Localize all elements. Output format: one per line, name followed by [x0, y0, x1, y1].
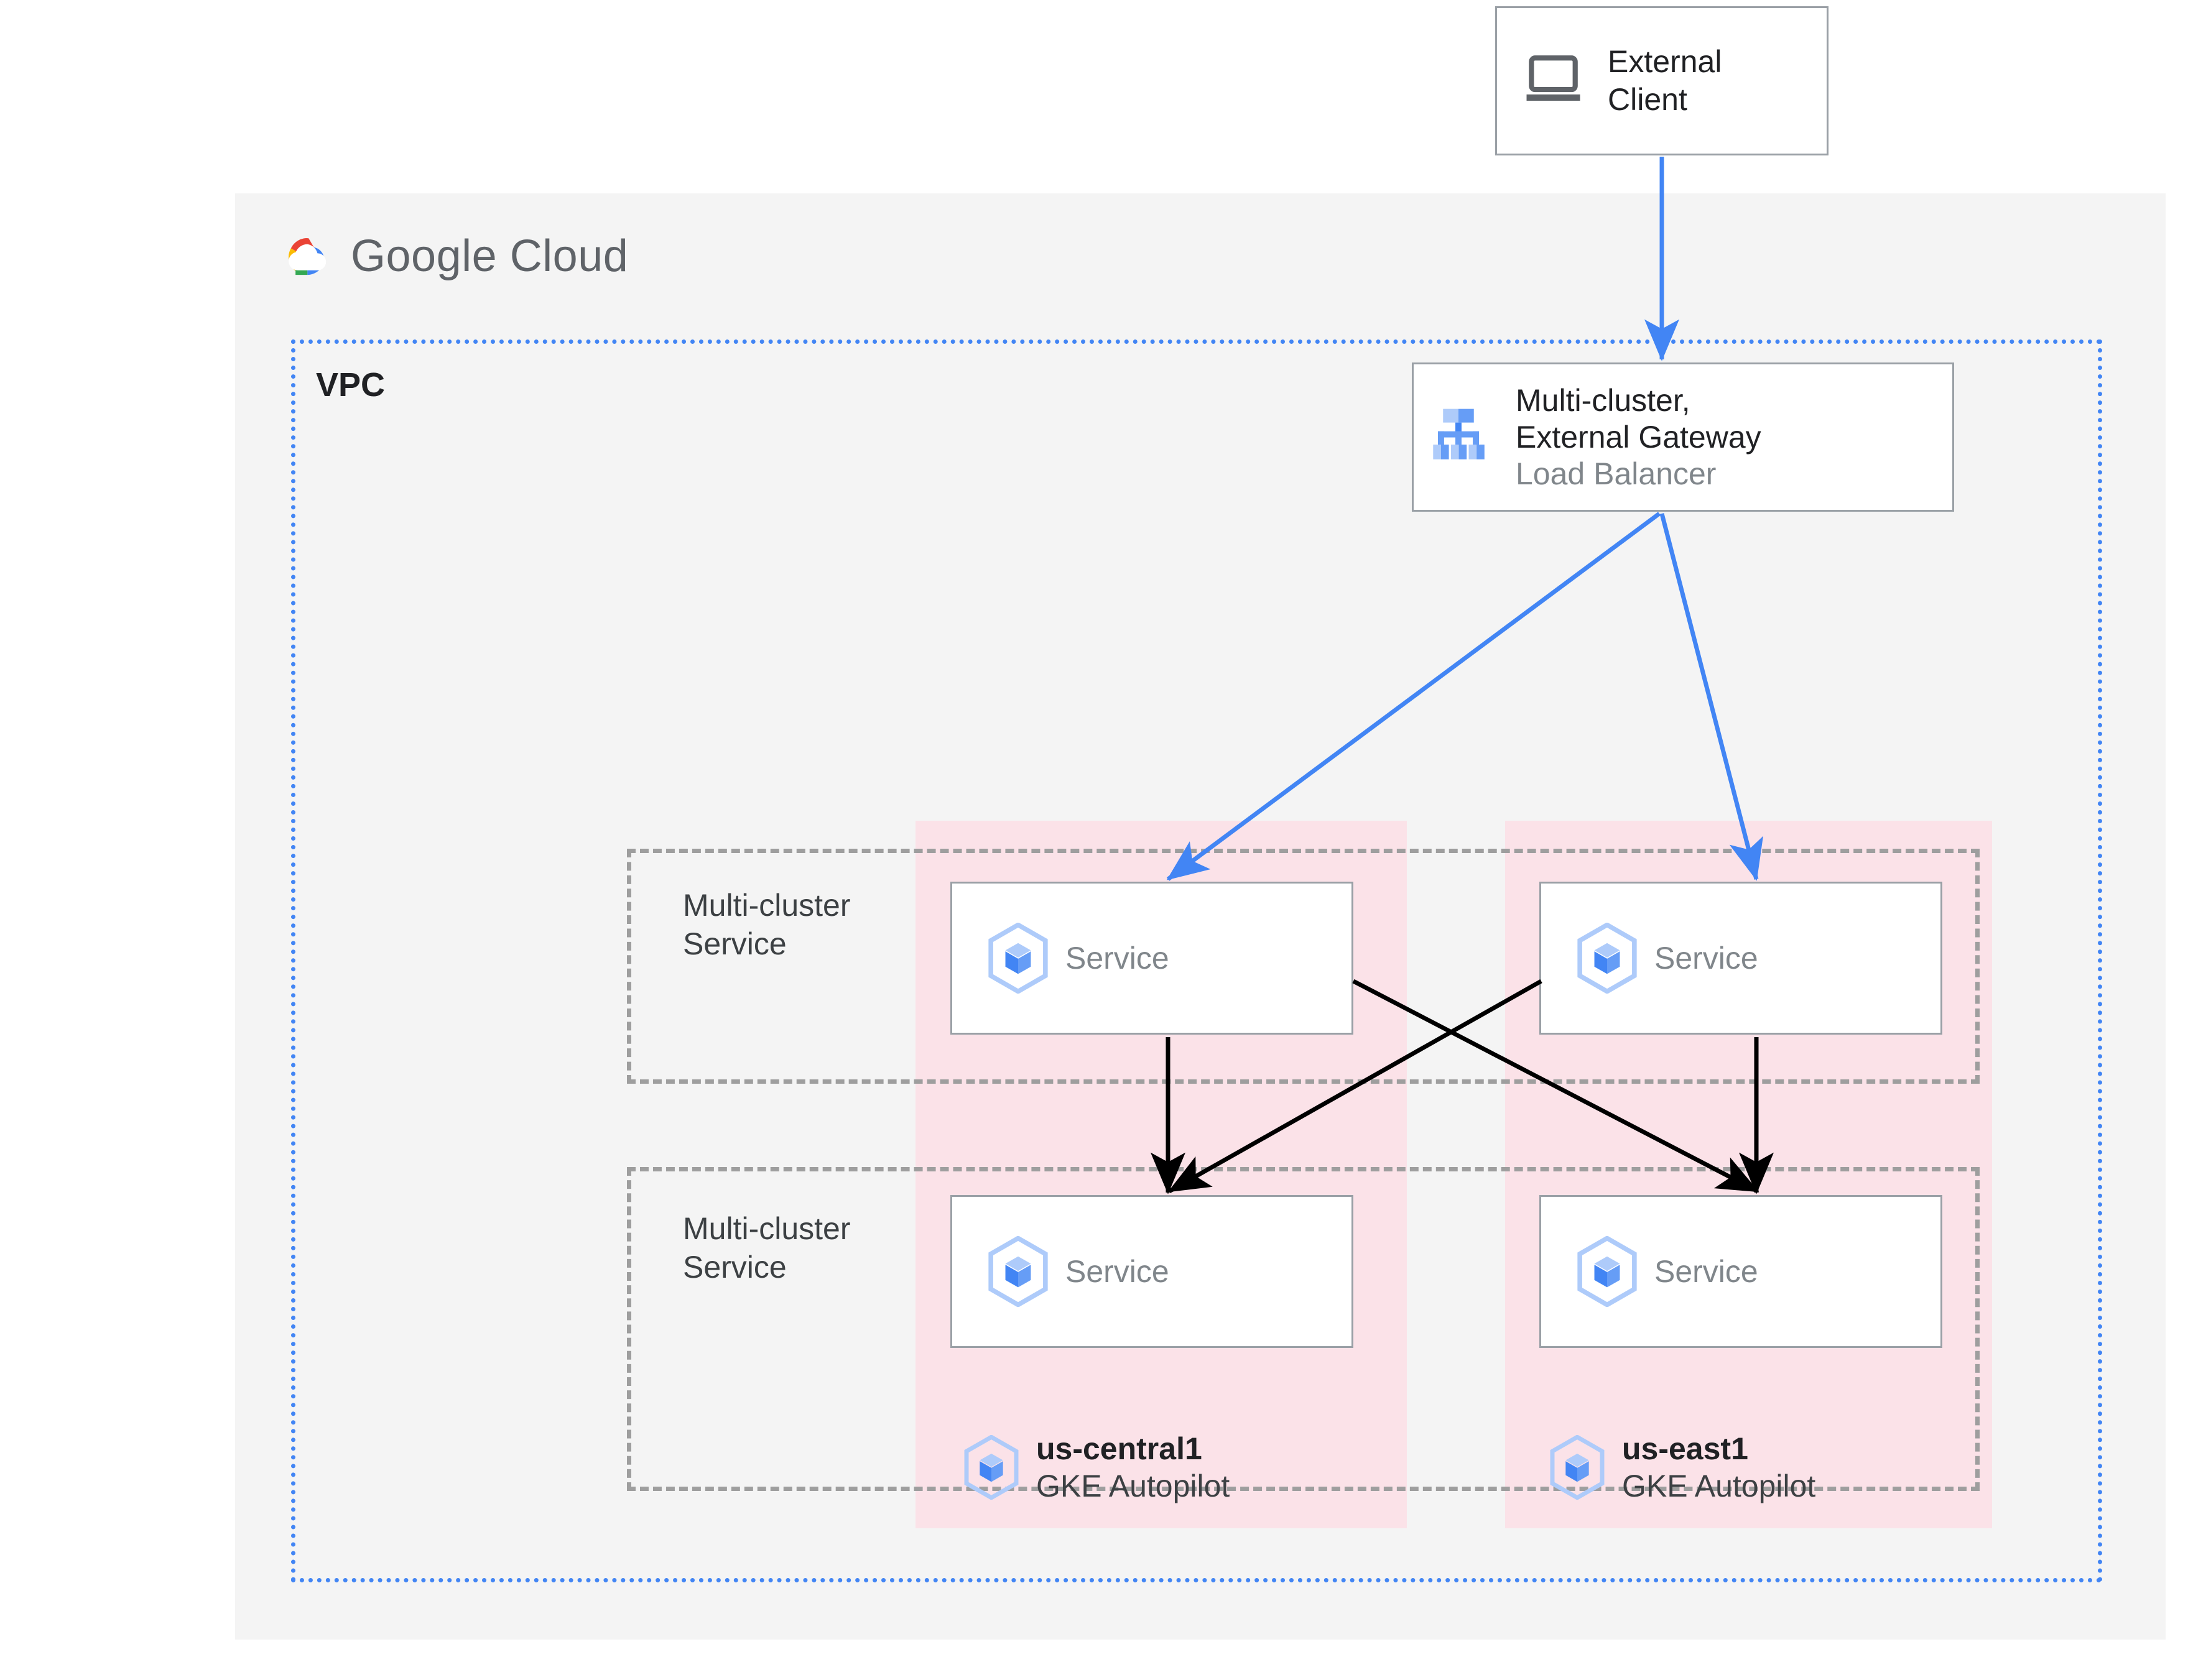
- external-client-line1: External: [1608, 44, 1722, 79]
- region-subtitle: GKE Autopilot: [1036, 1469, 1230, 1503]
- gateway-line2: External Gateway: [1516, 419, 1761, 455]
- service-label: Service: [1065, 941, 1169, 976]
- service-box-us-east1-bottom[interactable]: Service: [1539, 1195, 1942, 1348]
- multi-cluster-service-label-top: Multi-cluster Service: [683, 886, 850, 963]
- brand-word-google: Google: [351, 231, 498, 281]
- region-name: us-central1: [1036, 1431, 1202, 1466]
- gke-service-hexagon-icon: [1577, 1236, 1637, 1307]
- region-footer-us-east1: us-east1 GKE Autopilot: [1549, 1430, 1815, 1505]
- mcs-bottom-line2: Service: [683, 1250, 787, 1285]
- service-label: Service: [1654, 941, 1758, 976]
- gke-service-hexagon-icon: [988, 923, 1048, 994]
- load-balancer-hierarchy-icon: [1433, 408, 1485, 459]
- service-label: Service: [1065, 1254, 1169, 1289]
- mcs-top-line2: Service: [683, 926, 787, 961]
- region-footer-text: us-central1 GKE Autopilot: [1036, 1430, 1230, 1505]
- vpc-boundary: [291, 339, 2102, 1582]
- google-cloud-logo-icon: [289, 238, 327, 275]
- region-subtitle: GKE Autopilot: [1622, 1469, 1816, 1503]
- google-cloud-wordmark: Google Cloud: [351, 231, 628, 282]
- region-footer-text: us-east1 GKE Autopilot: [1622, 1430, 1815, 1505]
- gke-service-hexagon-icon: [964, 1435, 1019, 1500]
- service-label: Service: [1654, 1254, 1758, 1289]
- gke-service-hexagon-icon: [988, 1236, 1048, 1307]
- service-box-us-east1-top[interactable]: Service: [1539, 882, 1942, 1035]
- external-client-box[interactable]: External Client: [1495, 6, 1829, 155]
- vpc-label: VPC: [316, 366, 386, 404]
- mcs-bottom-line1: Multi-cluster: [683, 1211, 851, 1246]
- multi-cluster-external-gateway-box[interactable]: Multi-cluster, External Gateway Load Bal…: [1412, 362, 1954, 512]
- external-client-text: External Client: [1608, 43, 1722, 119]
- multi-cluster-service-label-bottom: Multi-cluster Service: [683, 1209, 850, 1286]
- gateway-subtitle: Load Balancer: [1516, 456, 1717, 491]
- region-name: us-east1: [1622, 1431, 1748, 1466]
- mcs-top-line1: Multi-cluster: [683, 888, 851, 923]
- gateway-text: Multi-cluster, External Gateway Load Bal…: [1516, 382, 1761, 492]
- region-footer-us-central1: us-central1 GKE Autopilot: [963, 1430, 1230, 1505]
- gke-service-hexagon-icon: [1577, 923, 1637, 994]
- service-box-us-central1-bottom[interactable]: Service: [950, 1195, 1353, 1348]
- google-cloud-brand: Google Cloud: [281, 231, 628, 282]
- gateway-line1: Multi-cluster,: [1516, 382, 1690, 418]
- gke-service-hexagon-icon: [1550, 1435, 1605, 1500]
- external-client-line2: Client: [1608, 82, 1687, 117]
- laptop-icon: [1526, 55, 1580, 101]
- brand-word-cloud: Cloud: [509, 231, 629, 281]
- service-box-us-central1-top[interactable]: Service: [950, 882, 1353, 1035]
